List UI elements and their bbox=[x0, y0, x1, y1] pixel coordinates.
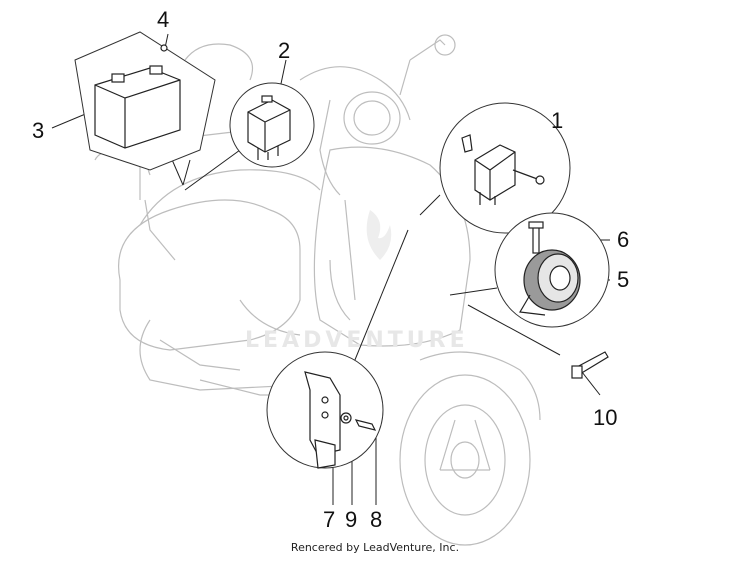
bolt-part bbox=[571, 351, 609, 379]
horn-part bbox=[519, 221, 581, 316]
watermark-text: LEADVENTURE bbox=[245, 328, 469, 353]
callout-2: 2 bbox=[278, 38, 291, 63]
callout-7: 7 bbox=[323, 507, 336, 532]
flasher-relay-part bbox=[461, 134, 545, 205]
callout-5: 5 bbox=[617, 267, 630, 292]
leader-lines bbox=[51, 33, 610, 505]
watermark-flame-icon bbox=[366, 210, 392, 260]
detail-bubbles bbox=[74, 31, 610, 469]
callout-4: 4 bbox=[157, 7, 170, 32]
footer-credit: Rencered by LeadVenture, Inc. bbox=[290, 541, 460, 554]
scooter-outline bbox=[94, 34, 541, 546]
bracket-part bbox=[304, 371, 377, 469]
callout-3: 3 bbox=[32, 118, 45, 143]
callout-8: 8 bbox=[370, 507, 383, 532]
relay-part bbox=[247, 95, 291, 160]
callout-10: 10 bbox=[593, 405, 618, 430]
callout-6: 6 bbox=[617, 227, 630, 252]
callout-9: 9 bbox=[345, 507, 358, 532]
callout-1: 1 bbox=[551, 108, 564, 133]
battery-part bbox=[94, 44, 181, 149]
